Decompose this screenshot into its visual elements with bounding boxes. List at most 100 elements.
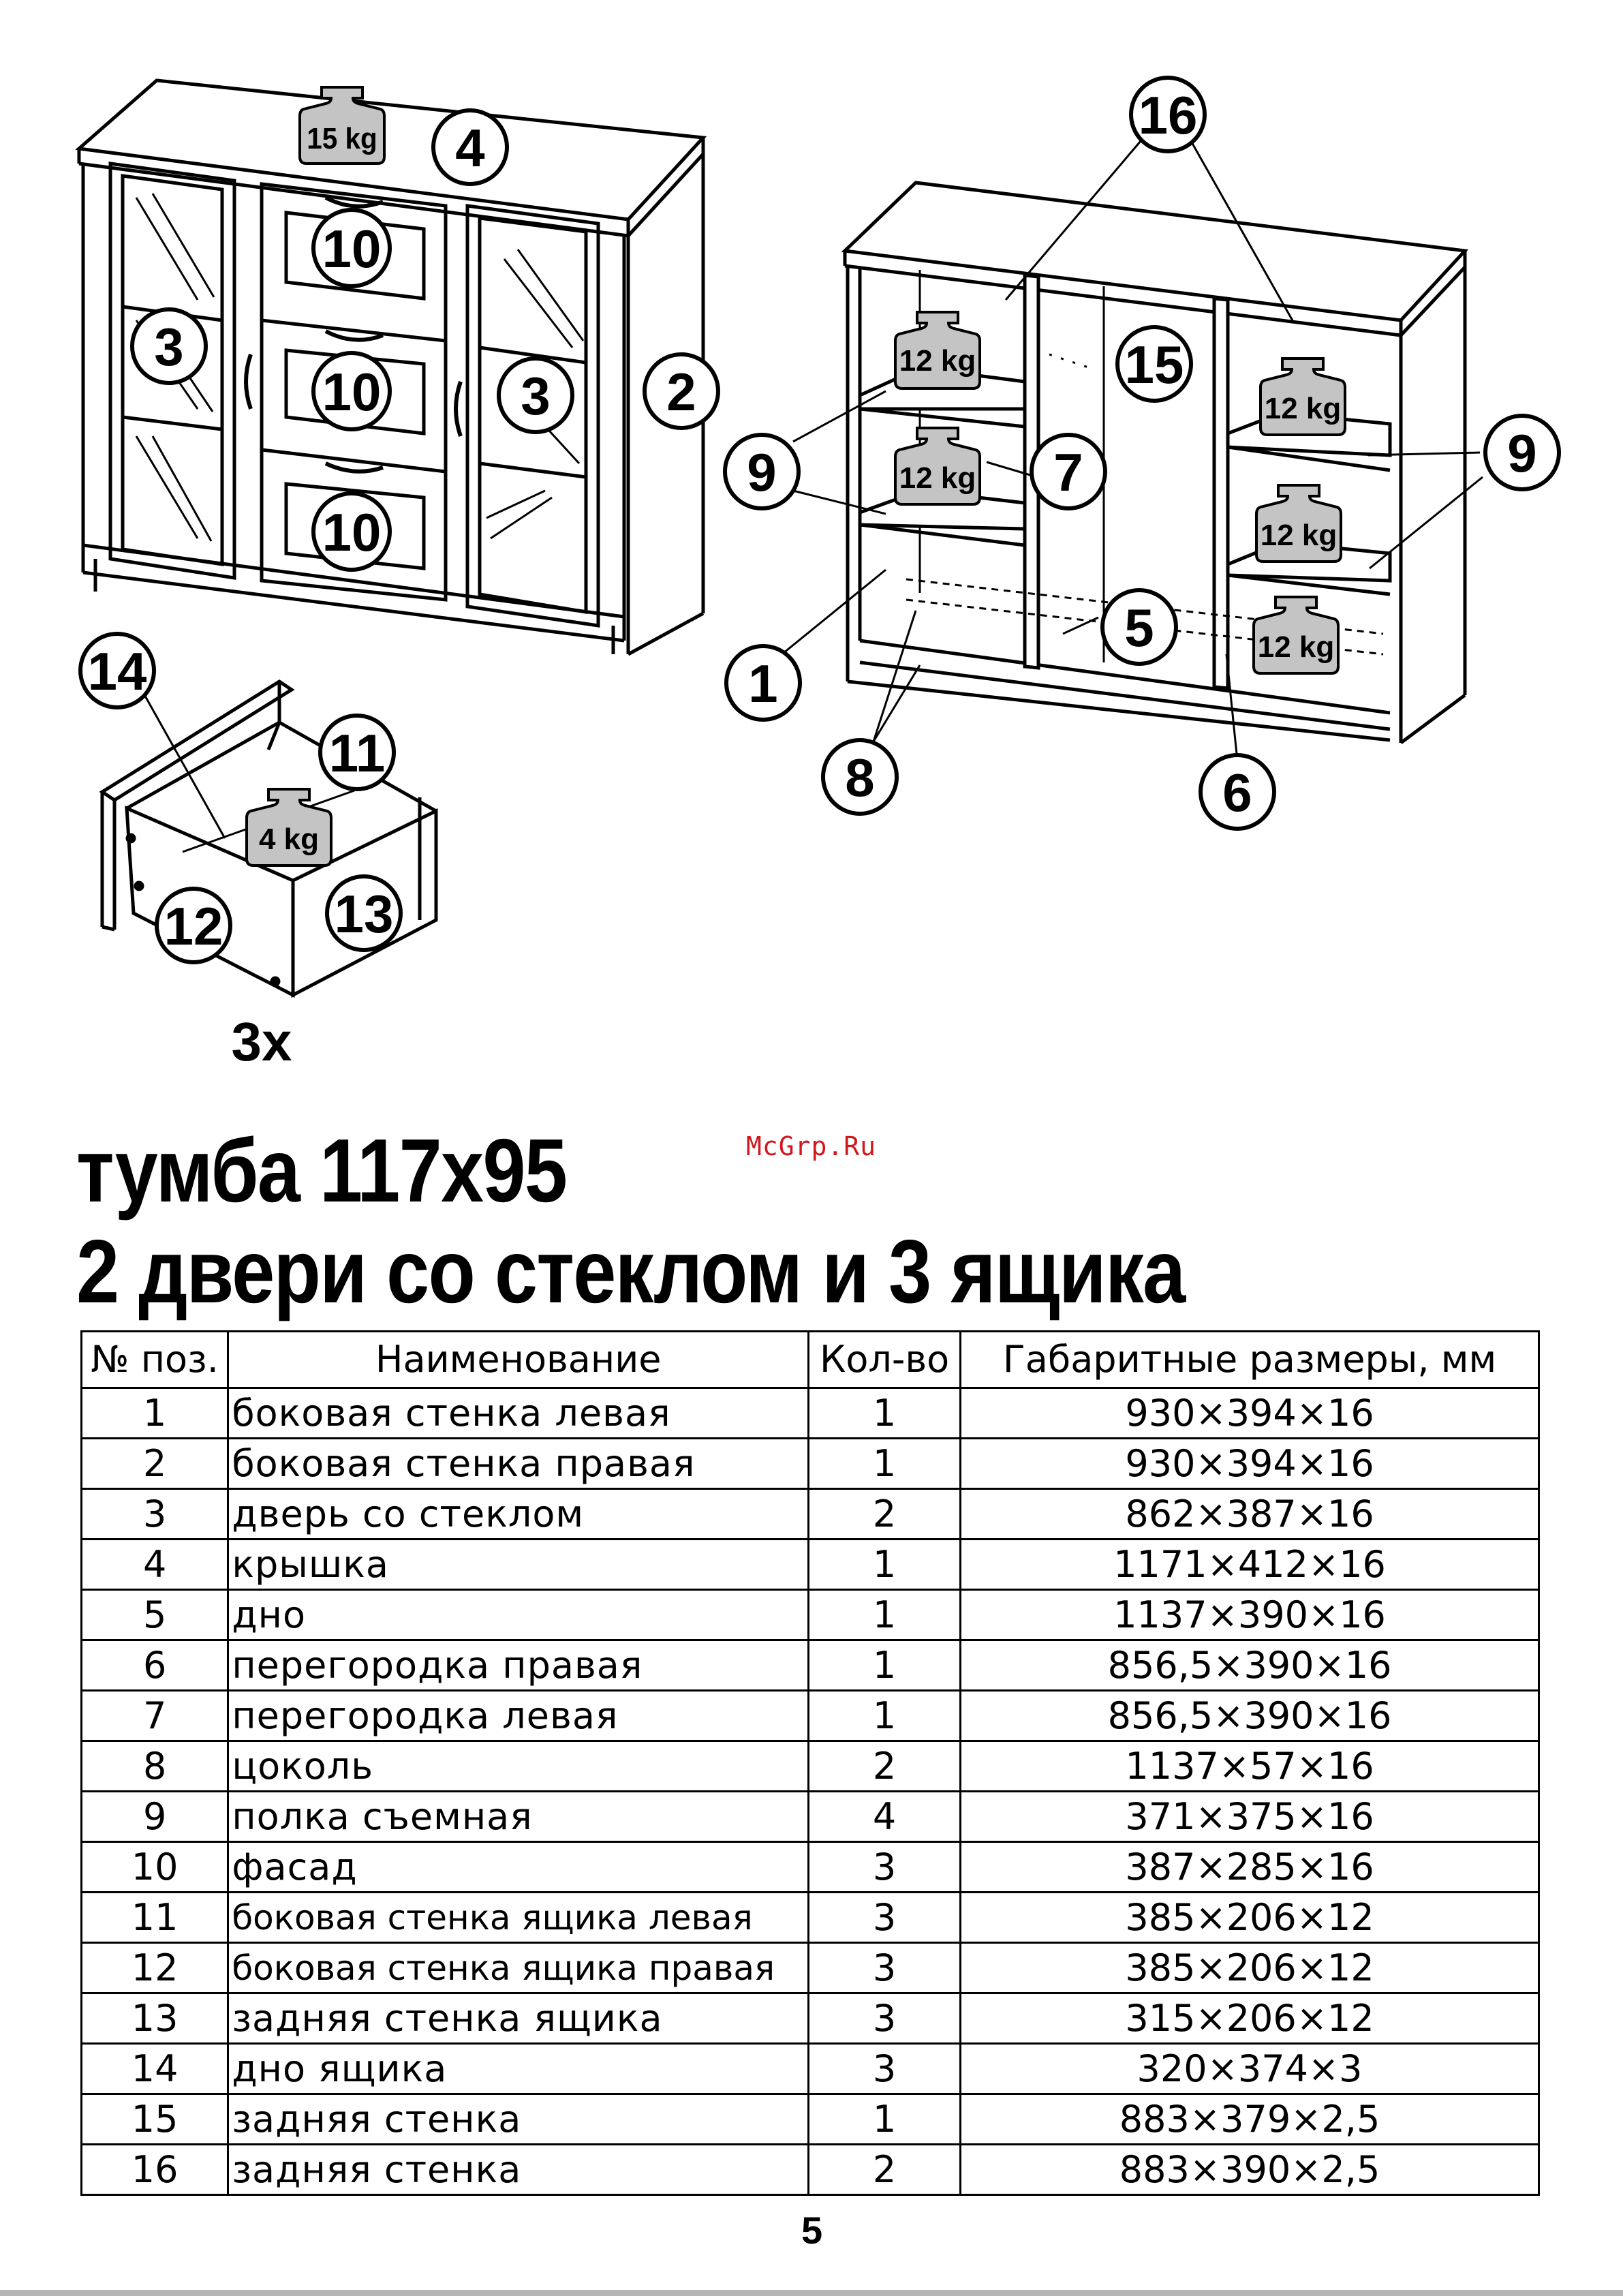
callout-13: 13 xyxy=(335,884,394,944)
dimensions: 856,5×390×16 xyxy=(959,1689,1540,1742)
part-name: перегородка левая xyxy=(227,1689,810,1742)
callout-2: 2 xyxy=(666,362,696,422)
dimensions: 320×374×3 xyxy=(959,2042,1540,2095)
part-name: дно xyxy=(227,1589,810,1641)
part-name: задняя стенка xyxy=(227,2093,810,2145)
quantity: 3 xyxy=(807,2042,962,2095)
callout-7: 7 xyxy=(1053,442,1083,502)
part-name: цоколь xyxy=(227,1740,810,1792)
callout-3: 3 xyxy=(154,317,183,377)
weight-label-shelf: 12 kg xyxy=(899,461,976,495)
position-number: 2 xyxy=(80,1437,230,1490)
column-header: Кол-во xyxy=(807,1330,962,1389)
callout-16: 16 xyxy=(1139,85,1198,145)
callout-12: 12 xyxy=(164,896,223,956)
dimensions: 371×375×16 xyxy=(959,1790,1540,1843)
callout-10: 10 xyxy=(322,219,382,279)
quantity: 2 xyxy=(807,2143,962,2196)
quantity: 1 xyxy=(807,2093,962,2145)
dimensions: 315×206×12 xyxy=(959,1992,1540,2045)
dimensions: 930×394×16 xyxy=(959,1387,1540,1439)
callout-9: 9 xyxy=(747,442,776,502)
dimensions: 1171×412×16 xyxy=(959,1538,1540,1591)
callout-10: 10 xyxy=(322,502,382,562)
dimensions: 1137×390×16 xyxy=(959,1589,1540,1641)
position-number: 4 xyxy=(80,1538,230,1591)
part-name: боковая стенка ящика правая xyxy=(227,1942,810,1994)
parts-table: № поз. Наименование Кол-во Габаритные ра… xyxy=(80,1330,1540,2196)
quantity: 3 xyxy=(807,1992,962,2045)
position-number: 5 xyxy=(80,1589,230,1641)
column-header: Габаритные размеры, мм xyxy=(959,1330,1540,1389)
weight-label-top: 15 kg xyxy=(307,121,377,155)
position-number: 1 xyxy=(80,1387,230,1439)
dimensions: 1137×57×16 xyxy=(959,1740,1540,1792)
quantity: 3 xyxy=(807,1891,962,1944)
assembly-diagrams: 15 kg 12 kg 12 kg 12 kg 12 kg 12 kg 4 kg… xyxy=(75,76,1561,1072)
weight-label-shelf: 12 kg xyxy=(1261,519,1338,552)
part-name: боковая стенка левая xyxy=(227,1387,810,1439)
callout-14: 14 xyxy=(88,641,147,701)
quantity: 3 xyxy=(807,1841,962,1893)
watermark: McGrp.Ru xyxy=(746,1131,877,1161)
position-number: 16 xyxy=(80,2143,230,2196)
weight-label-drawer: 4 kg xyxy=(259,823,319,856)
product-subtitle: 2 двери со стеклом и 3 ящика xyxy=(76,1221,1186,1321)
position-number: 6 xyxy=(80,1639,230,1692)
weight-label-shelf: 12 kg xyxy=(1258,630,1335,664)
callout-6: 6 xyxy=(1222,763,1252,823)
position-number: 8 xyxy=(80,1740,230,1792)
callout-11: 11 xyxy=(329,723,385,783)
product-title: тумба 117x95 xyxy=(76,1120,568,1221)
callout-15: 15 xyxy=(1125,335,1184,395)
callout-5: 5 xyxy=(1124,598,1154,658)
dimensions: 387×285×16 xyxy=(959,1841,1540,1893)
quantity: 1 xyxy=(807,1689,962,1742)
part-name: полка съемная xyxy=(227,1790,810,1843)
part-name: перегородка правая xyxy=(227,1639,810,1692)
quantity: 1 xyxy=(807,1538,962,1591)
column-header: № поз. xyxy=(80,1330,230,1389)
footer-divider xyxy=(0,2290,1623,2296)
quantity: 1 xyxy=(807,1437,962,1490)
weight-label-shelf: 12 kg xyxy=(1265,392,1342,425)
position-number: 11 xyxy=(80,1891,230,1944)
weight-label-shelf: 12 kg xyxy=(899,344,976,378)
column-header: Наименование xyxy=(227,1330,810,1389)
dimensions: 930×394×16 xyxy=(959,1437,1540,1490)
quantity: 2 xyxy=(807,1740,962,1792)
callout-4: 4 xyxy=(455,118,484,178)
page-number: 5 xyxy=(801,2209,823,2252)
callout-leaders xyxy=(142,136,1483,839)
position-number: 14 xyxy=(80,2042,230,2095)
quantity: 3 xyxy=(807,1942,962,1994)
position-number: 13 xyxy=(80,1992,230,2045)
callout-3: 3 xyxy=(521,366,550,426)
part-name: боковая стенка правая xyxy=(227,1437,810,1490)
position-number: 12 xyxy=(80,1942,230,1994)
position-number: 10 xyxy=(80,1841,230,1893)
part-name: задняя стенка xyxy=(227,2143,810,2196)
quantity: 1 xyxy=(807,1589,962,1641)
position-number: 7 xyxy=(80,1689,230,1742)
quantity: 1 xyxy=(807,1387,962,1439)
cabinet-front-drawing xyxy=(75,78,707,656)
quantity: 1 xyxy=(807,1639,962,1692)
part-name: фасад xyxy=(227,1841,810,1893)
callout-10: 10 xyxy=(322,362,382,422)
quantity: 2 xyxy=(807,1488,962,1540)
drawer-count: 3x xyxy=(232,1011,292,1072)
